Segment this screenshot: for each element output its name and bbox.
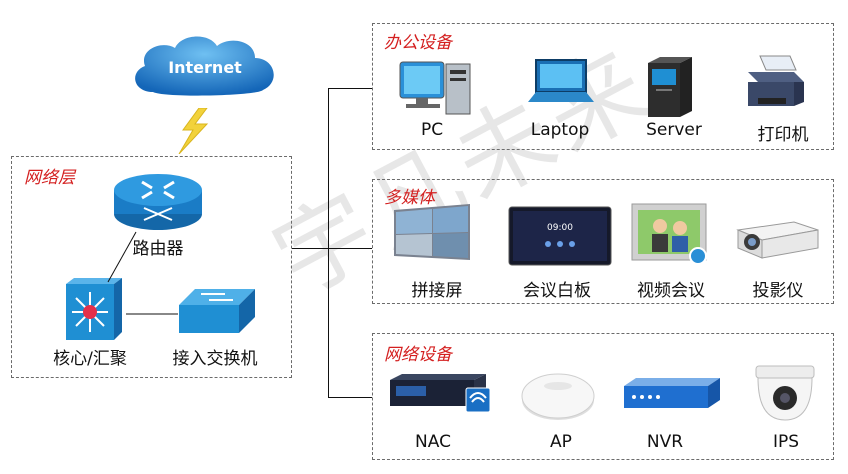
nac-appliance-icon — [390, 374, 491, 413]
router-label: 路由器 — [132, 239, 184, 259]
access-switch-icon — [179, 289, 255, 333]
network-device-label-nac: NAC — [415, 432, 451, 452]
network-devices-title: 网络设备 — [384, 345, 452, 365]
office-item-label-pc: PC — [420, 120, 444, 140]
internet-cloud: Internet — [125, 30, 285, 102]
multimedia-box — [372, 179, 834, 304]
access-label: 接入交换机 — [172, 349, 258, 369]
internet-label: Internet — [168, 58, 242, 77]
connector-to-network-layer — [292, 248, 372, 249]
laptop-icon — [528, 59, 594, 102]
router-icon — [114, 174, 202, 230]
core-switch-icon — [66, 278, 122, 340]
lightning-icon — [178, 108, 209, 154]
connector-to-office — [328, 88, 372, 89]
multimedia-item-label-whiteboard: 会议白板 — [523, 281, 591, 301]
office-item-label-printer: 打印机 — [757, 125, 809, 145]
svg-text:09:00: 09:00 — [547, 223, 573, 233]
multimedia-item-label-video-conference: 视频会议 — [637, 281, 705, 301]
core-label: 核心/汇聚 — [53, 349, 127, 369]
connector-trunk — [328, 88, 329, 398]
multimedia-title: 多媒体 — [384, 188, 435, 208]
multimedia-item-label-projector: 投影仪 — [752, 281, 804, 301]
office-item-label-laptop: Laptop — [530, 120, 590, 140]
whiteboard-icon: 09:00 — [508, 206, 612, 266]
server-icon — [648, 57, 692, 117]
dome-camera-icon — [755, 365, 815, 421]
office-title: 办公设备 — [384, 33, 452, 53]
nvr-icon — [624, 378, 720, 408]
projector-icon — [736, 221, 819, 259]
multimedia-item-label-video-wall: 拼接屏 — [411, 281, 463, 301]
pc-icon — [399, 61, 471, 115]
network-device-label-ips: IPS — [772, 432, 800, 452]
office-box — [372, 23, 834, 150]
video-wall-icon — [394, 204, 470, 260]
network-device-label-nvr: NVR — [646, 432, 684, 452]
cloud-icon — [135, 36, 274, 96]
network-layer-title: 网络层 — [24, 168, 75, 188]
network-device-label-ap: AP — [550, 432, 572, 452]
network-devices-box — [372, 333, 834, 460]
office-item-label-server: Server — [646, 120, 702, 140]
network-layer-box — [11, 156, 292, 378]
access-point-icon — [521, 373, 595, 420]
printer-icon — [748, 55, 804, 106]
connector-to-network-devices — [328, 397, 372, 398]
network-links — [107, 231, 178, 315]
video-conference-icon — [631, 203, 707, 265]
